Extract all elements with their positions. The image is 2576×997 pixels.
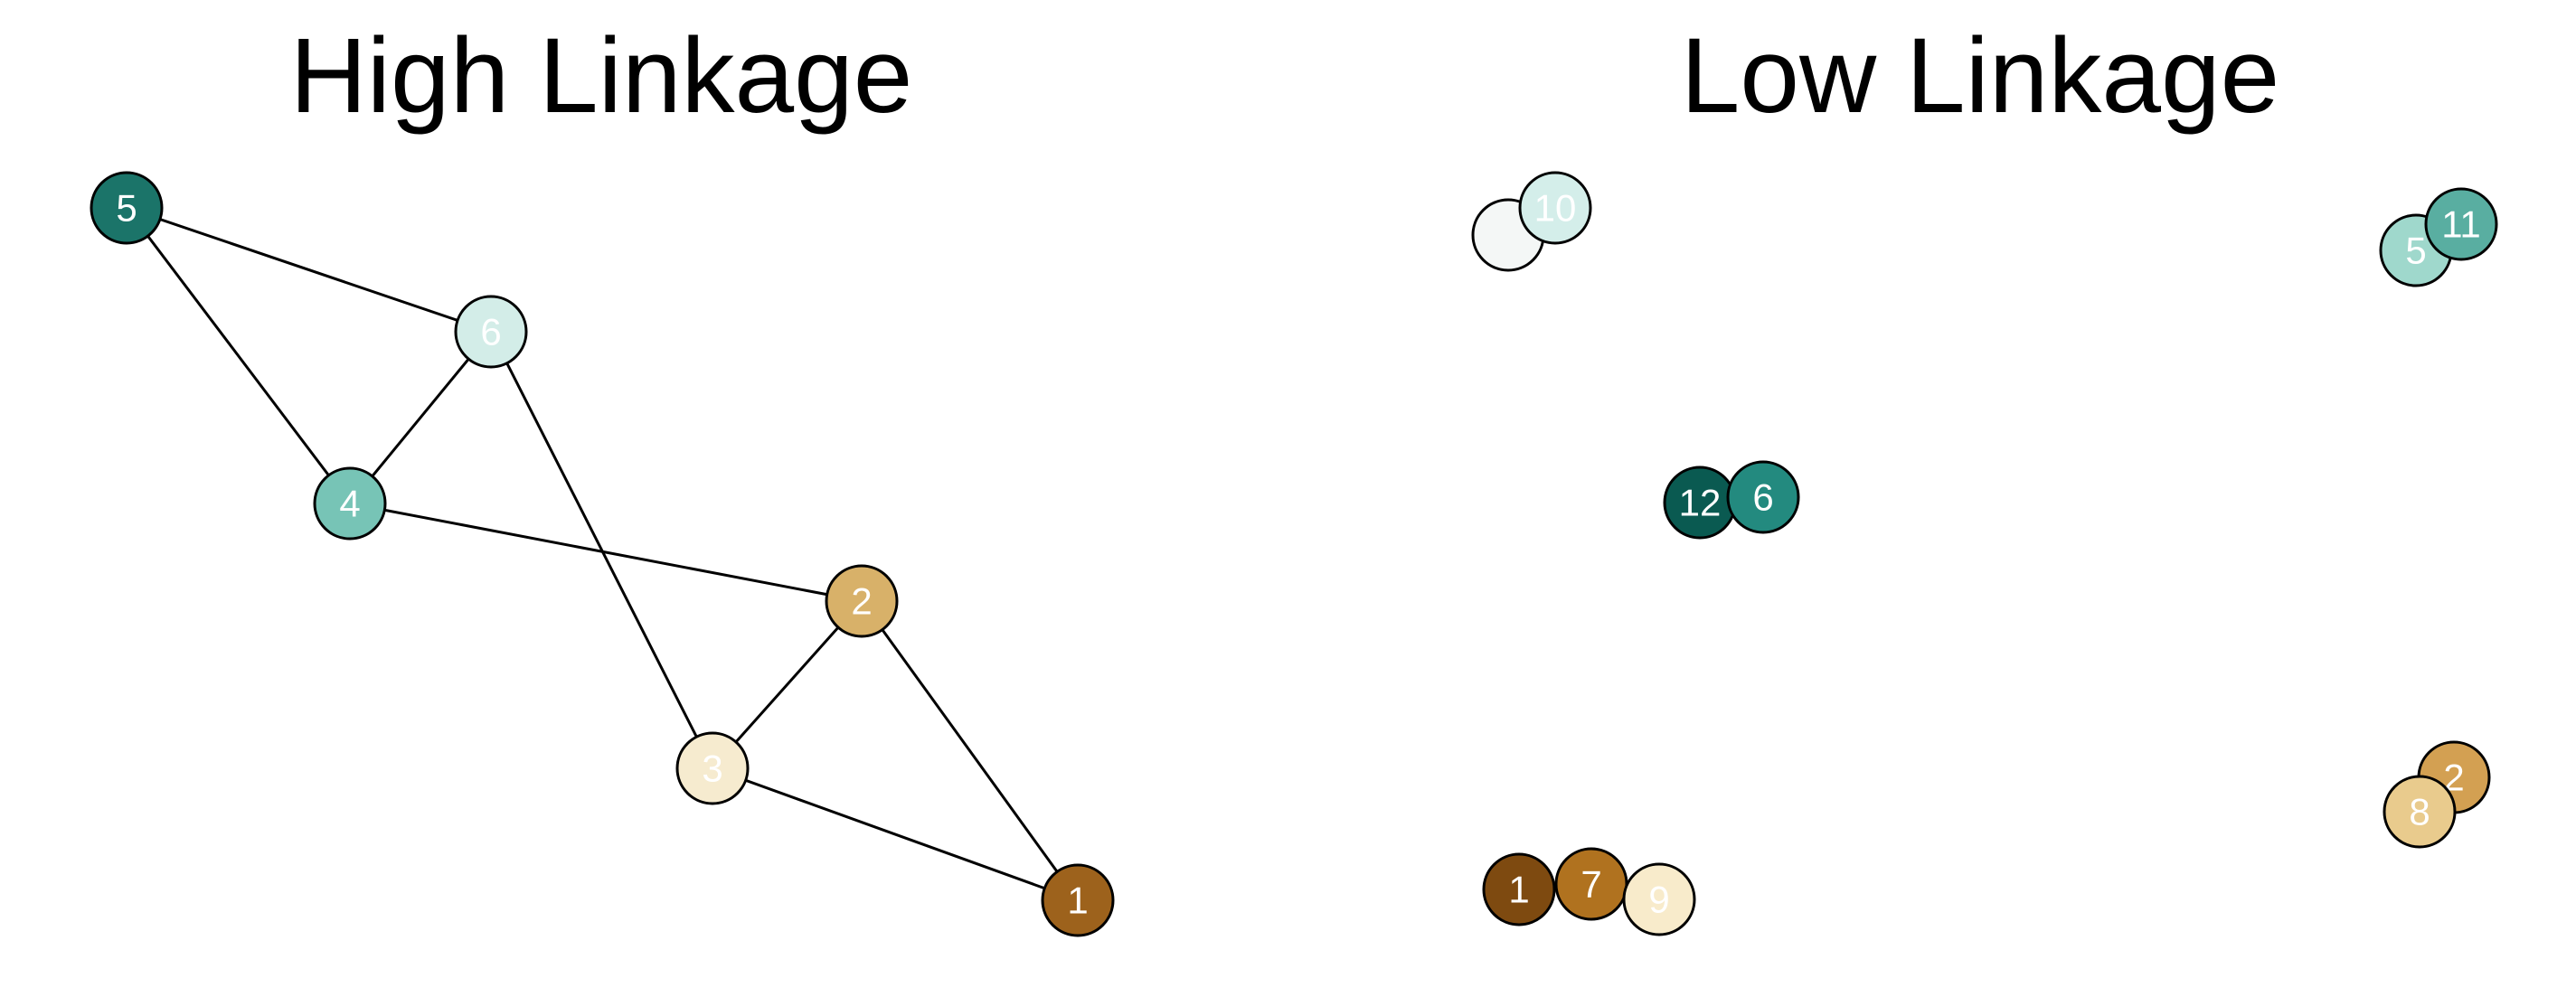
low-node-6: 6 bbox=[1726, 460, 1800, 534]
high-node-circle-5 bbox=[90, 171, 164, 245]
high-node-circle-4 bbox=[313, 466, 387, 541]
low-node-9: 9 bbox=[1622, 862, 1696, 936]
high-linkage-nodes: 5 6 4 2 3 1 bbox=[90, 171, 1115, 937]
low-linkage-nodes: 10 5 11 12 6 28 1 7 9 bbox=[1471, 171, 2498, 936]
low-node-8: 8 bbox=[2383, 775, 2457, 849]
high-edge-3-1 bbox=[712, 767, 1079, 902]
low-node-label-6: 6 bbox=[1752, 476, 1773, 519]
low-node-7: 7 bbox=[1554, 847, 1628, 921]
high-node-circle-6 bbox=[454, 295, 528, 369]
high-node-label-2: 2 bbox=[851, 580, 872, 623]
high-edge-4-2 bbox=[349, 502, 863, 603]
high-node-label-5: 5 bbox=[116, 187, 137, 230]
low-node-label-5: 5 bbox=[2405, 230, 2426, 272]
low-node-circle-9 bbox=[1622, 862, 1696, 936]
high-node-circle-1 bbox=[1041, 863, 1115, 937]
low-node-label-7: 7 bbox=[1581, 863, 1601, 906]
high-node-1: 1 bbox=[1041, 863, 1115, 937]
low-node-label-8: 8 bbox=[2409, 791, 2430, 833]
high-node-label-6: 6 bbox=[480, 311, 501, 353]
high-node-circle-2 bbox=[825, 564, 899, 638]
title-high-linkage: High Linkage bbox=[289, 16, 913, 136]
high-edge-6-3 bbox=[489, 331, 714, 769]
low-node-circle-10 bbox=[1518, 171, 1592, 245]
high-edge-5-6 bbox=[126, 206, 492, 334]
title-low-linkage: Low Linkage bbox=[1680, 16, 2280, 136]
low-node-label-1: 1 bbox=[1508, 869, 1529, 911]
low-node-circle-1 bbox=[1482, 852, 1556, 926]
high-node-label-1: 1 bbox=[1067, 879, 1088, 922]
low-node-label-10: 10 bbox=[1534, 187, 1577, 230]
low-node-11: 11 bbox=[2424, 187, 2498, 261]
high-node-label-3: 3 bbox=[702, 748, 722, 790]
low-node-circle-11 bbox=[2424, 187, 2498, 261]
high-edge-6-4 bbox=[348, 331, 493, 504]
low-node-12: 12 bbox=[1663, 466, 1737, 540]
low-node-label-12: 12 bbox=[1679, 482, 1722, 524]
low-node-circle-6 bbox=[1726, 460, 1800, 534]
high-node-3: 3 bbox=[675, 731, 750, 805]
high-node-2: 2 bbox=[825, 564, 899, 638]
low-node-label-9: 9 bbox=[1648, 879, 1669, 921]
low-node-label-11: 11 bbox=[2441, 203, 2481, 246]
high-linkage-edges bbox=[125, 206, 1080, 902]
high-edge-5-4 bbox=[125, 207, 352, 504]
high-node-6: 6 bbox=[454, 295, 528, 369]
low-node-circle-8 bbox=[2383, 775, 2457, 849]
high-edge-2-3 bbox=[711, 600, 863, 769]
high-node-label-4: 4 bbox=[339, 483, 360, 525]
low-node-10: 10 bbox=[1518, 171, 1592, 245]
high-node-5: 5 bbox=[90, 171, 164, 245]
high-node-4: 4 bbox=[313, 466, 387, 541]
low-node-1: 1 bbox=[1482, 852, 1556, 926]
low-node-label-2: 2 bbox=[2443, 757, 2464, 799]
high-node-circle-3 bbox=[675, 731, 750, 805]
high-edge-2-1 bbox=[860, 600, 1080, 901]
